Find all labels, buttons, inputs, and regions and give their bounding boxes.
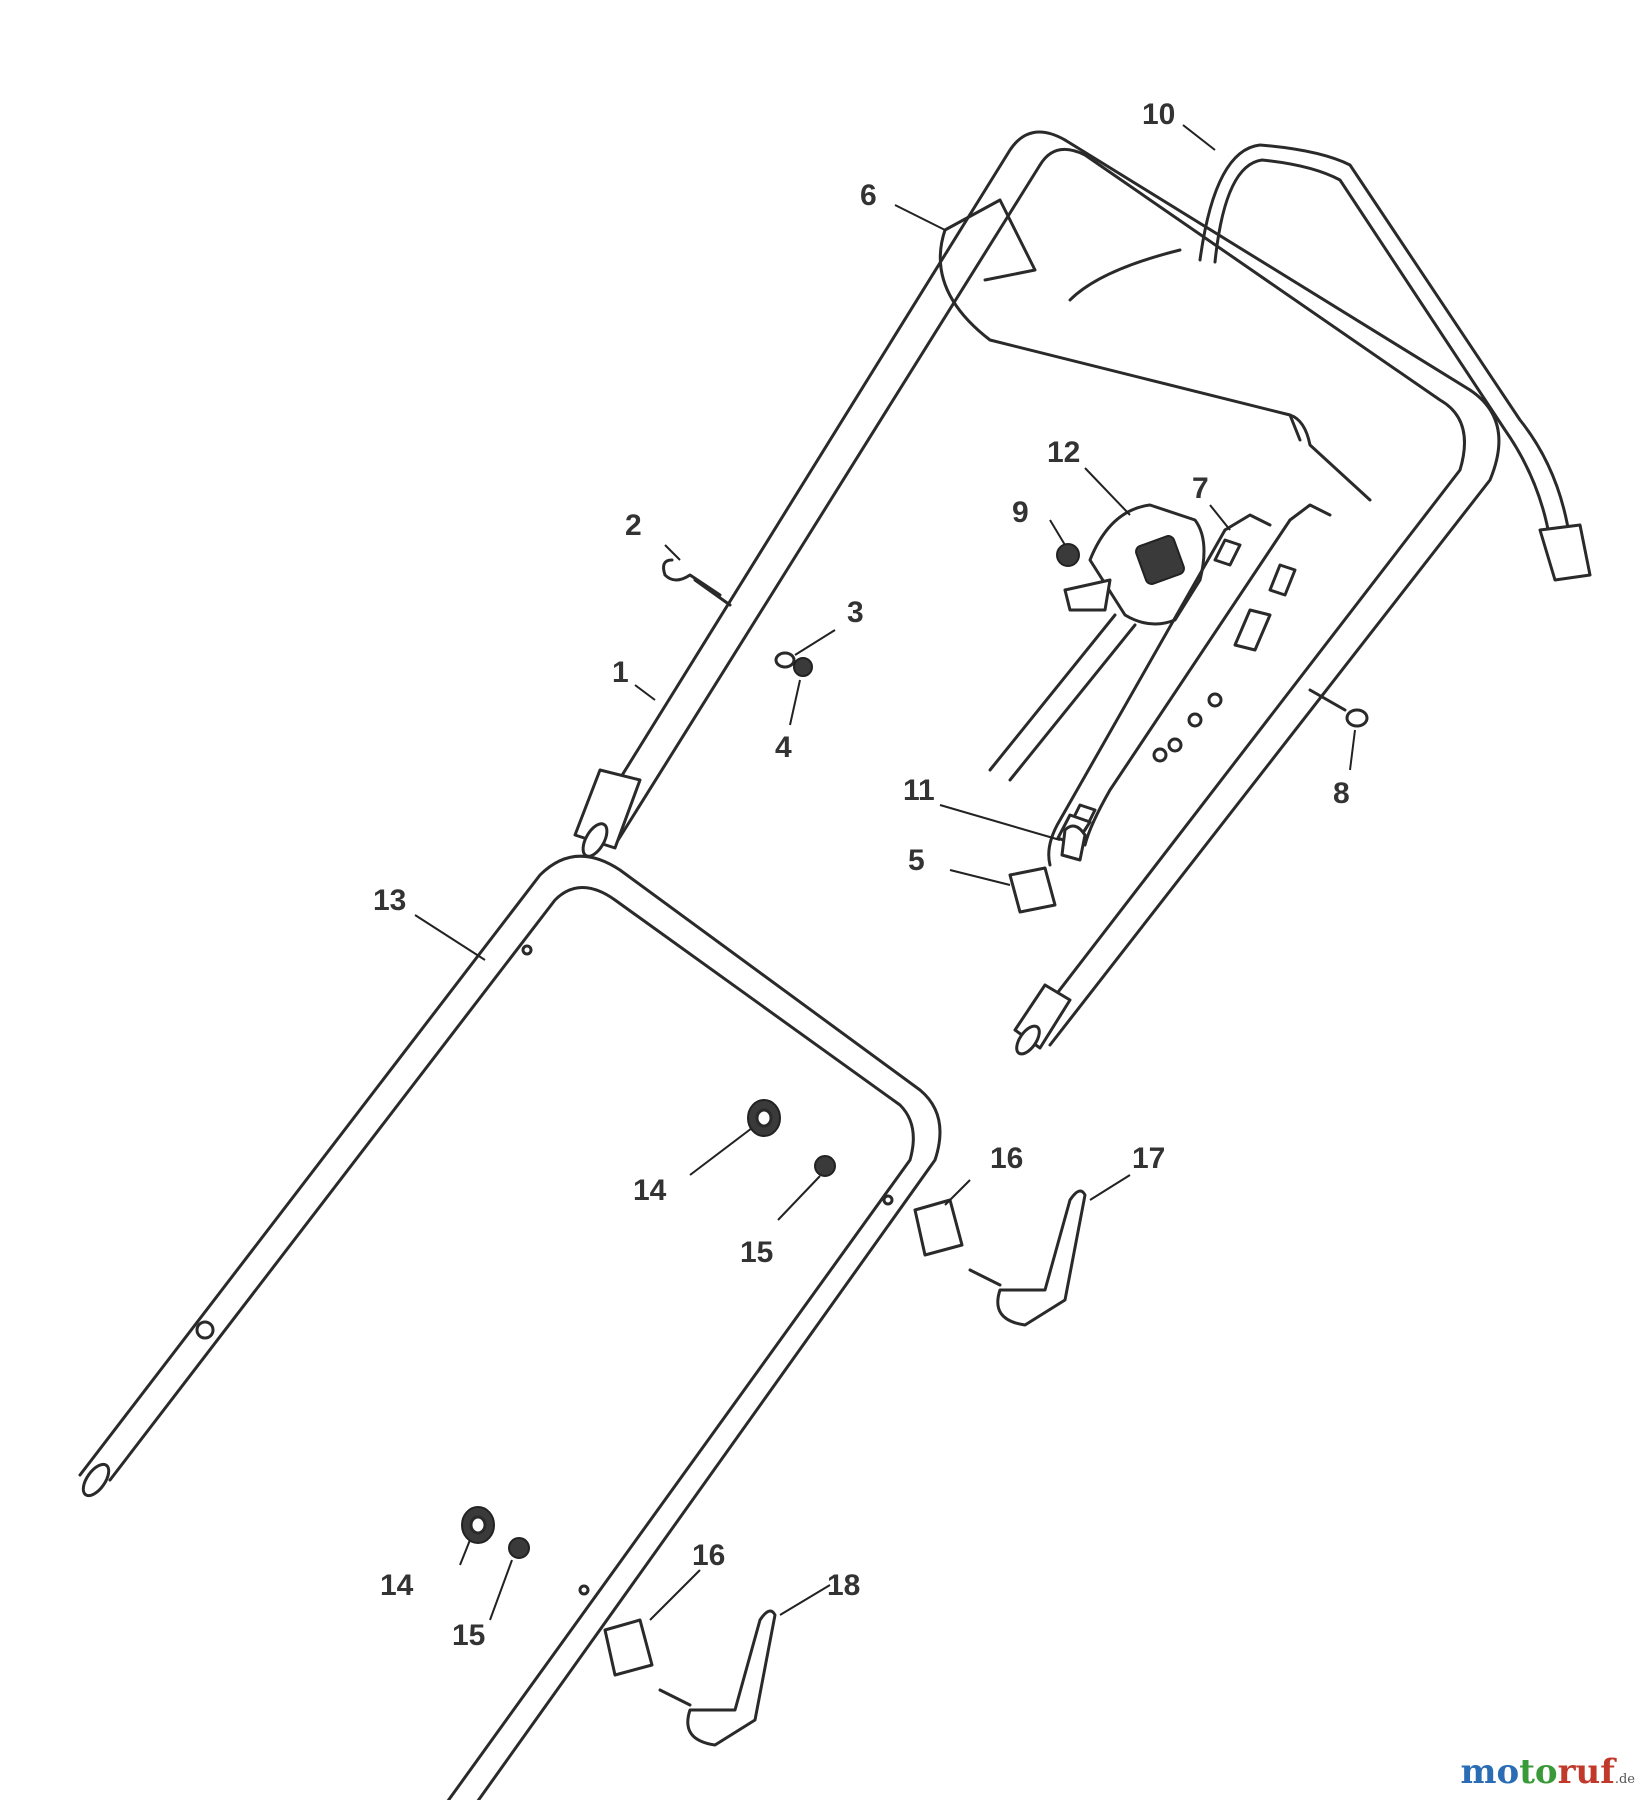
control-lever xyxy=(938,198,1372,502)
callout-labels: 1 2 3 4 5 6 7 8 9 10 11 12 13 14 14 15 1… xyxy=(373,98,1350,1652)
callout-12: 12 xyxy=(1047,436,1080,469)
callout-10: 10 xyxy=(1142,98,1175,131)
throttle-control xyxy=(988,503,1332,867)
callout-15b: 15 xyxy=(452,1619,485,1652)
callout-1: 1 xyxy=(612,656,629,689)
watermark-part-3: ruf xyxy=(1557,1752,1615,1792)
callout-7: 7 xyxy=(1192,472,1209,505)
callout-9: 9 xyxy=(1012,496,1029,529)
callout-3: 3 xyxy=(847,596,864,629)
watermark-part-2: to xyxy=(1519,1752,1558,1792)
callout-14b: 14 xyxy=(380,1569,414,1602)
leader-lines xyxy=(414,124,1356,1621)
callout-15a: 15 xyxy=(740,1236,773,1269)
brand-watermark: motoruf.de xyxy=(1461,1752,1635,1792)
callout-4: 4 xyxy=(775,731,792,764)
callout-8: 8 xyxy=(1333,777,1350,810)
bail-bar xyxy=(1198,143,1592,582)
callout-11: 11 xyxy=(903,774,935,807)
callout-17: 17 xyxy=(1132,1142,1165,1175)
cable-clip-parts xyxy=(1008,824,1087,914)
callout-16b: 16 xyxy=(692,1539,725,1572)
watermark-part-1: mo xyxy=(1460,1752,1520,1792)
watermark-tld: .de xyxy=(1614,1772,1635,1787)
callout-13: 13 xyxy=(373,884,406,917)
clamp-handle-parts xyxy=(603,1189,1087,1747)
callout-18: 18 xyxy=(827,1569,860,1602)
lower-handle xyxy=(78,854,942,1800)
callout-16a: 16 xyxy=(990,1142,1023,1175)
callout-5: 5 xyxy=(908,844,925,877)
knob-nut-parts xyxy=(461,1099,836,1559)
callout-2: 2 xyxy=(625,509,642,542)
upper-handle-frame xyxy=(573,130,1501,1056)
callout-6: 6 xyxy=(860,179,877,212)
callout-14a: 14 xyxy=(633,1174,667,1207)
fasteners xyxy=(662,543,1369,728)
